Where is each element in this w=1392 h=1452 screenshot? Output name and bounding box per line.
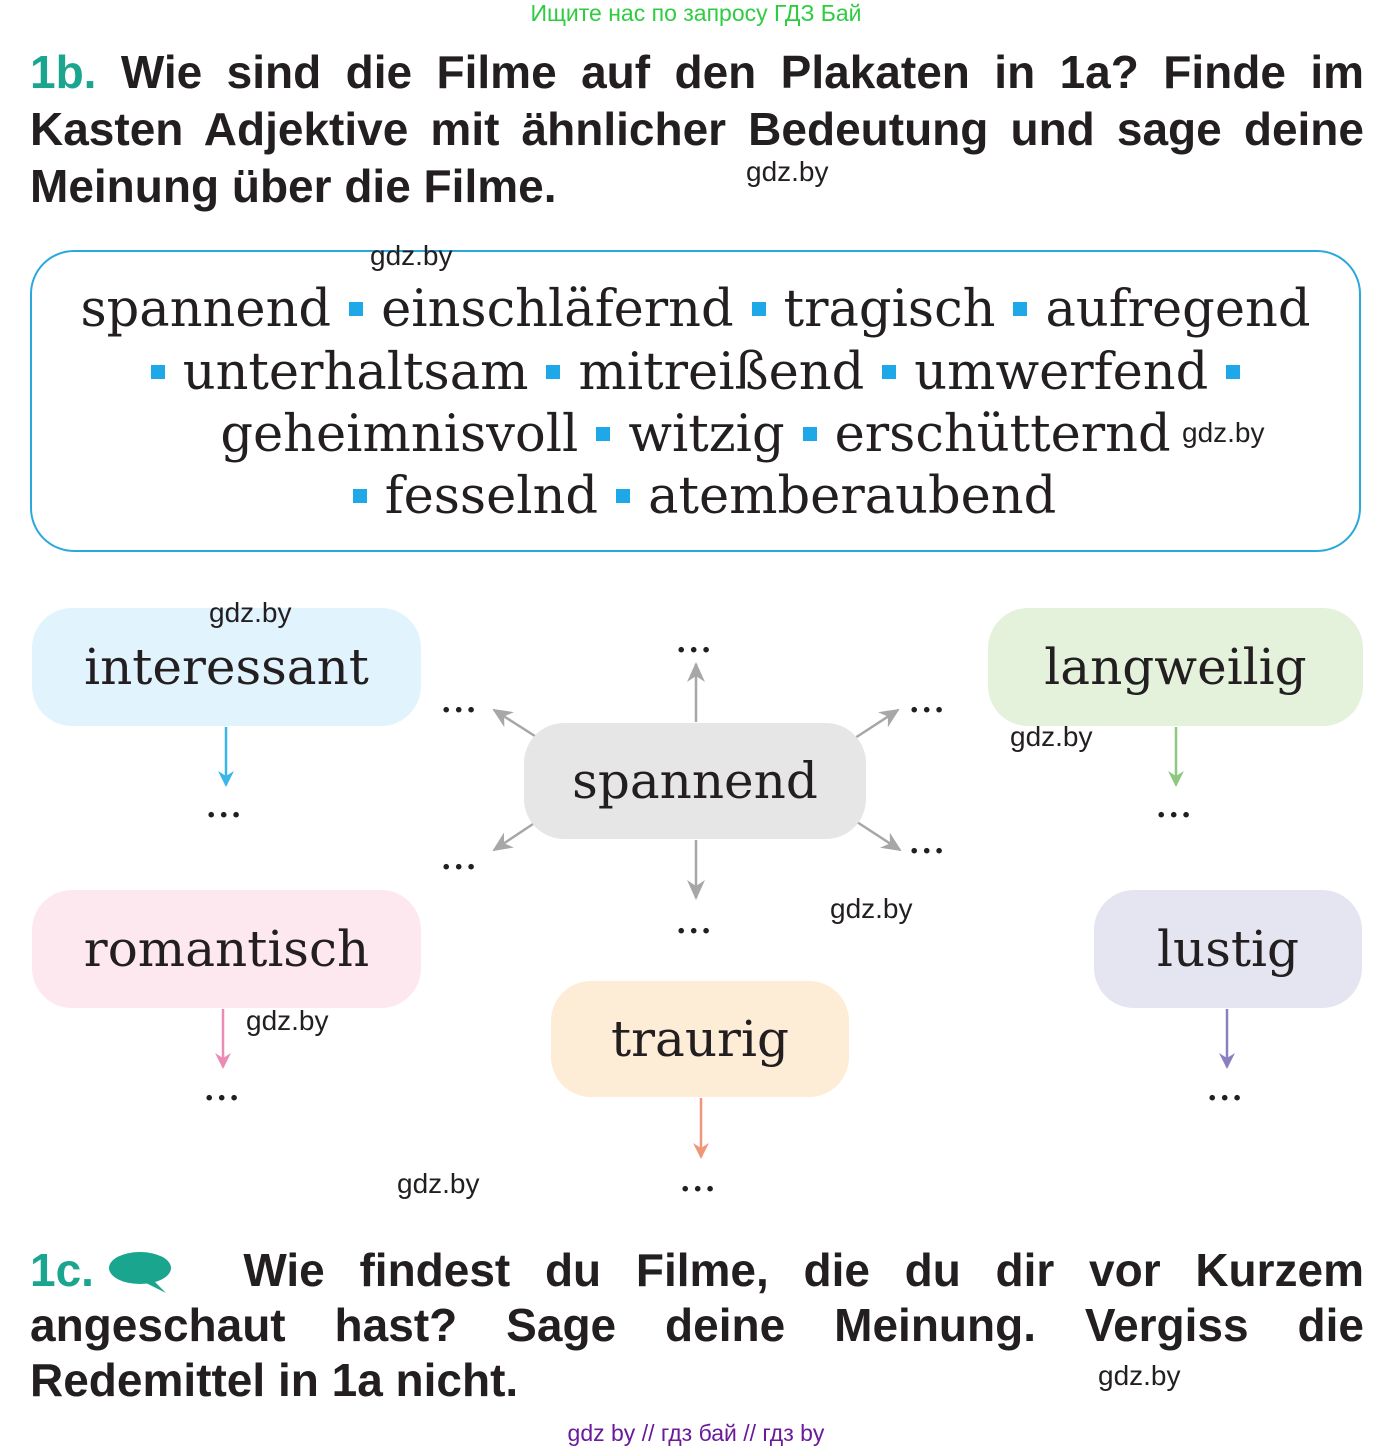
word: mitreißend xyxy=(578,343,865,402)
bullet-icon xyxy=(616,489,631,503)
answer-placeholder: ... xyxy=(676,625,714,660)
word-line-3: geheimnisvoll witzig erschütternd xyxy=(32,405,1359,464)
top-banner: Ищите нас по запросу ГДЗ Бай xyxy=(530,0,862,26)
bubble-traurig: traurig xyxy=(551,981,849,1097)
word: umwerfend xyxy=(914,343,1209,402)
word-line-1: spannend einschläfernd tragisch aufregend xyxy=(32,280,1359,339)
answer-placeholder: ... xyxy=(1156,790,1194,825)
watermark: gdz.by xyxy=(1182,417,1265,448)
bullet-icon xyxy=(1226,365,1241,379)
word-line-4: fesselnd atemberaubend xyxy=(32,467,1359,526)
word: aufregend xyxy=(1045,280,1311,339)
answer-placeholder: ... xyxy=(441,685,479,720)
bullet-icon xyxy=(882,365,897,379)
word: atemberaubend xyxy=(648,467,1057,526)
answer-placeholder: ... xyxy=(441,842,479,877)
word-line-2: unterhaltsam mitreißend umwerfend xyxy=(32,343,1359,402)
bullet-icon xyxy=(546,365,561,379)
bullet-icon xyxy=(596,427,611,441)
answer-placeholder: ... xyxy=(909,685,947,720)
word: geheimnisvoll xyxy=(220,405,579,464)
watermark: gdz.by xyxy=(1010,721,1093,752)
watermark: gdz.by xyxy=(1098,1360,1181,1391)
task-1b-number: 1b. xyxy=(30,46,97,98)
task-1b-text: Wie sind die Filme auf den Plakaten in 1… xyxy=(30,46,1365,212)
watermark: gdz.by xyxy=(246,1005,329,1036)
word: tragisch xyxy=(783,280,996,339)
speech-bubble-icon xyxy=(109,1252,171,1293)
word: einschläfernd xyxy=(381,280,734,339)
word: spannend xyxy=(80,280,332,339)
arrow-down-right xyxy=(856,820,902,852)
watermark: gdz.by xyxy=(746,156,829,187)
word: unterhaltsam xyxy=(182,343,529,402)
footer: gdz by // гдз бай // гдз by xyxy=(567,1420,825,1446)
answer-placeholder: ... xyxy=(204,1073,242,1108)
bubble-lustig: lustig xyxy=(1094,890,1362,1008)
arrow-up-right xyxy=(854,708,900,740)
answer-placeholder: ... xyxy=(909,826,947,861)
arrow-down-left xyxy=(492,820,537,852)
answer-placeholder: ... xyxy=(1207,1073,1245,1108)
bullet-icon xyxy=(802,427,817,441)
word: witzig xyxy=(628,405,785,464)
watermark: gdz.by xyxy=(370,240,453,271)
bullet-icon xyxy=(352,489,367,503)
bullet-icon xyxy=(1013,302,1028,316)
task-1c-text: Wie findest du Filme, die du dir vor Kur… xyxy=(30,1244,1365,1406)
bubble-langweilig: langweilig xyxy=(988,608,1363,726)
word: fesselnd xyxy=(384,467,599,526)
answer-placeholder: ... xyxy=(206,790,244,825)
answer-placeholder: ... xyxy=(676,906,714,941)
answer-placeholder: ... xyxy=(680,1164,718,1199)
task-1c-number: 1c. xyxy=(30,1244,94,1296)
watermark: gdz.by xyxy=(830,893,913,924)
bubble-romantisch: romantisch xyxy=(32,890,421,1008)
bullet-icon xyxy=(150,365,165,379)
task-1c: 1c. Wie findest du Filme, die du dir vor… xyxy=(30,1243,1364,1408)
watermark: gdz.by xyxy=(397,1168,480,1199)
bubble-interessant: interessant xyxy=(32,608,421,726)
watermark: gdz.by xyxy=(209,597,292,628)
task-1b: 1b. Wie sind die Filme auf den Plakaten … xyxy=(30,44,1364,215)
bullet-icon xyxy=(751,302,766,316)
word: erschütternd xyxy=(834,405,1171,464)
bullet-icon xyxy=(349,302,364,316)
arrow-up-left xyxy=(492,708,539,740)
word-box: spannend einschläfernd tragisch aufregend u… xyxy=(30,250,1361,552)
bubble-spannend: spannend xyxy=(524,723,866,839)
